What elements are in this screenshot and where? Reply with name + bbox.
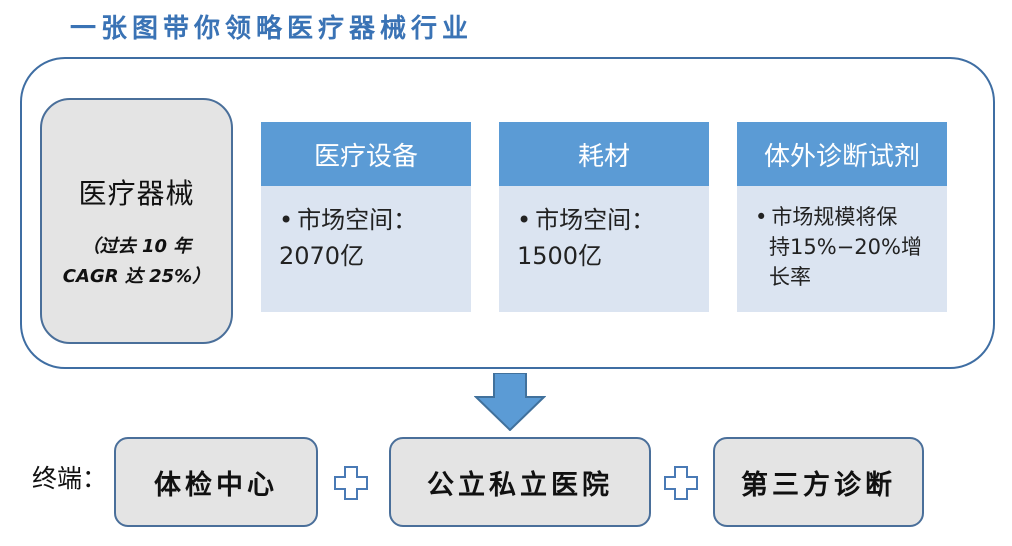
down-arrow-icon: [474, 373, 546, 431]
terminal-hospitals: 公立私立医院: [389, 437, 651, 527]
industry-name: 医疗器械: [78, 177, 195, 210]
segment-text-line1: 市场空间：: [535, 206, 656, 234]
segment-text-line1: 市场规模将保: [771, 205, 898, 229]
industry-growth-line1: （过去 10 年: [81, 236, 192, 257]
bullet: •: [755, 205, 768, 229]
segment-consumables: 耗材 •市场空间： 1500亿: [499, 122, 709, 312]
segment-header: 体外诊断试剂: [737, 122, 947, 186]
segment-text-line1: 市场空间：: [297, 206, 418, 234]
segment-text-line2: 1500亿: [517, 242, 603, 270]
plus-icon: [664, 466, 698, 500]
industry-box: 医疗器械 （过去 10 年 CAGR 达 25%）: [40, 98, 233, 344]
segment-header: 耗材: [499, 122, 709, 186]
segment-ivd-reagents: 体外诊断试剂 •市场规模将保 持15%−20%增 长率: [737, 122, 947, 312]
bullet: •: [517, 206, 532, 234]
segment-text-line2: 持15%−20%增: [769, 235, 922, 259]
segment-text-line3: 长率: [769, 265, 811, 289]
terminal-label: 终端：: [32, 464, 108, 493]
segment-text-line2: 2070亿: [279, 242, 365, 270]
terminal-third-party-diagnostics: 第三方诊断: [713, 437, 924, 527]
segment-body: •市场规模将保 持15%−20%增 长率: [737, 186, 947, 292]
terminal-health-check-center: 体检中心: [114, 437, 318, 527]
segment-medical-equipment: 医疗设备 •市场空间： 2070亿: [261, 122, 471, 312]
industry-growth-line2: CAGR 达 25%）: [62, 266, 211, 287]
plus-icon: [334, 466, 368, 500]
segment-body: •市场空间： 2070亿: [261, 186, 471, 274]
segment-body: •市场空间： 1500亿: [499, 186, 709, 274]
segment-header: 医疗设备: [261, 122, 471, 186]
bullet: •: [279, 206, 294, 234]
page-title: 一张图带你领略医疗器械行业: [70, 14, 474, 44]
industry-growth-note: （过去 10 年 CAGR 达 25%）: [42, 232, 231, 292]
